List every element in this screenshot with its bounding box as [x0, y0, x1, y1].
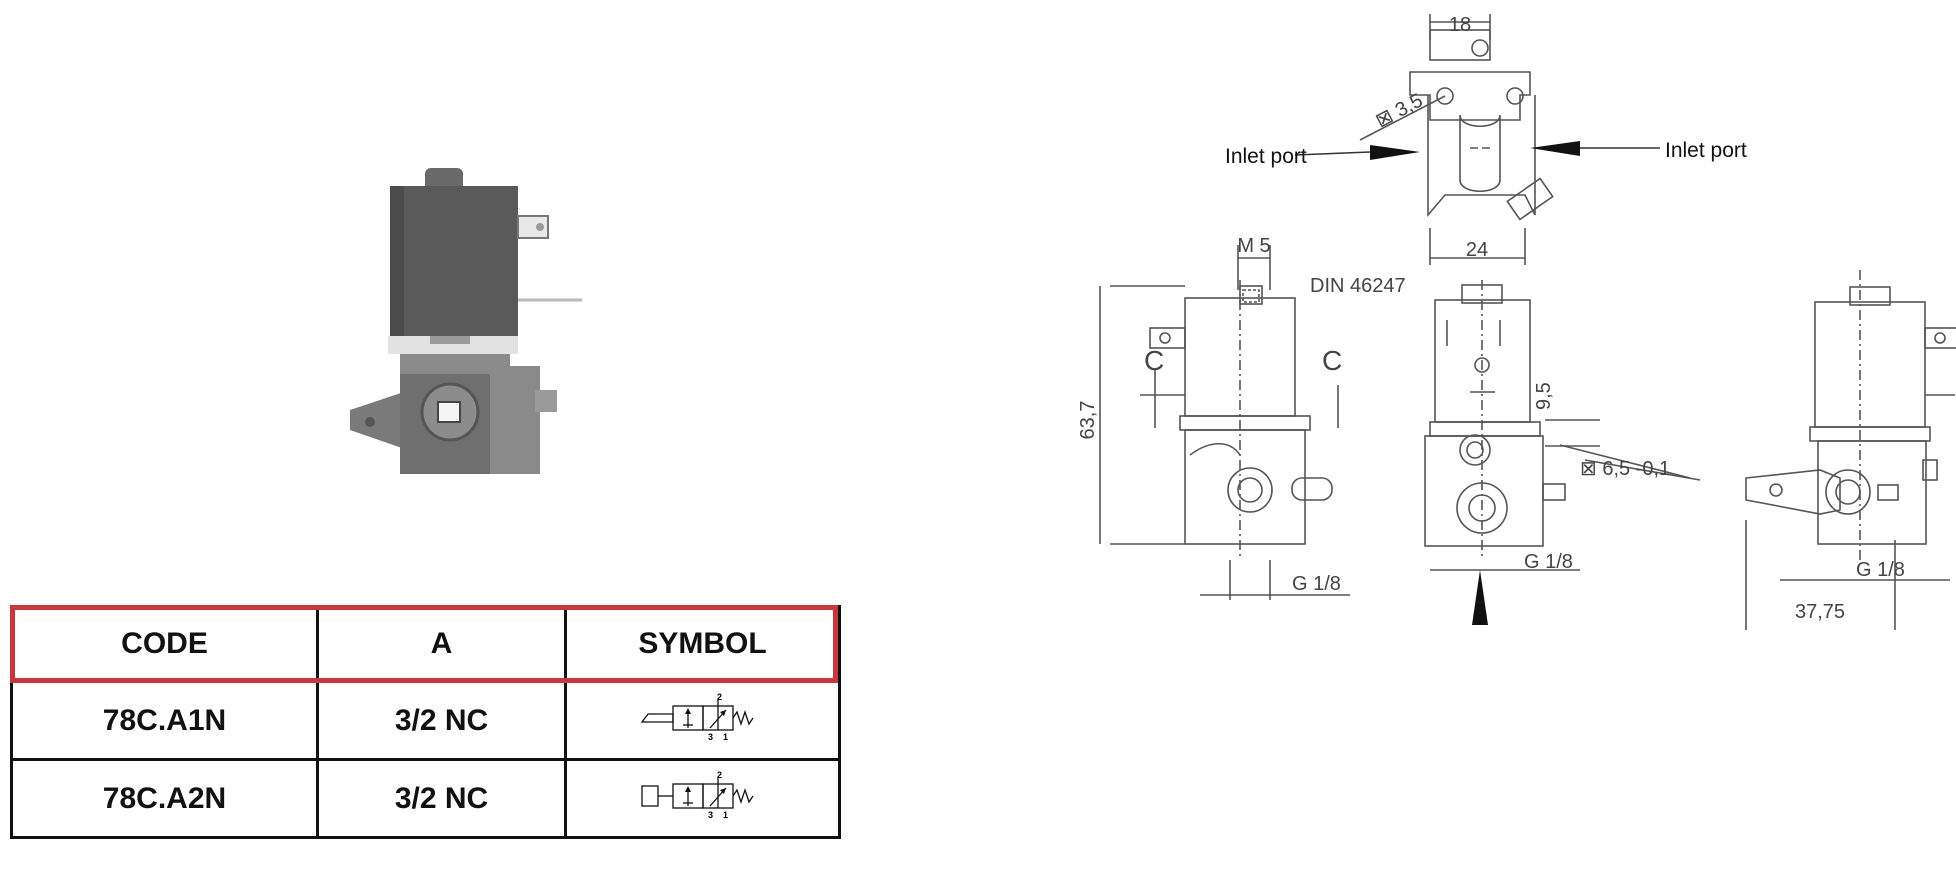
dim-height: 63,7 [1080, 401, 1099, 440]
valve-symbol-icon: 2 3 1 [640, 770, 754, 820]
connector-label: DIN 46247 [1310, 275, 1406, 297]
section-c-right: C [1322, 345, 1342, 376]
inlet-port-left-label: Inlet port [1225, 145, 1307, 168]
header-symbol: SYMBOL [564, 605, 841, 683]
dim-body-width: 24 [1466, 239, 1488, 261]
table-header-row: CODE A SYMBOL [10, 605, 841, 683]
cell-a: 3/2 NC [316, 758, 567, 839]
port-1-label: 1 [723, 732, 728, 742]
cell-symbol: 2 3 1 [564, 680, 841, 761]
table-row: 78C.A1N 3/2 NC [10, 680, 841, 761]
port-3-label: 3 [708, 810, 713, 820]
port-1-label: 1 [723, 810, 728, 820]
dim-offset: 9,5 [1533, 382, 1555, 410]
dim-port-thread-1: G 1/8 [1292, 573, 1341, 595]
dim-square: ⊠ 6,5 -0,1 [1580, 458, 1670, 480]
dim-thread: M 5 [1237, 235, 1270, 257]
inlet-port-right-label: Inlet port [1665, 139, 1747, 162]
dim-spacing: 37,75 [1795, 601, 1845, 623]
cell-symbol: 2 3 1 [564, 758, 841, 839]
dim-port-thread-2: G 1/8 [1524, 551, 1573, 573]
section-c-left: C [1144, 345, 1164, 376]
spec-table: CODE A SYMBOL 78C.A1N 3/2 NC [10, 605, 841, 839]
header-a: A [316, 605, 567, 683]
header-code: CODE [10, 605, 319, 683]
port-3-label: 3 [708, 732, 713, 742]
dim-top-width: 18 [1449, 14, 1471, 36]
dim-orifice: ⊠ 3,5 [1372, 89, 1427, 132]
dim-port-thread-3: G 1/8 [1856, 559, 1905, 581]
technical-drawing: 18 ⊠ 3,5 24 M 5 DIN 46247 63,7 C C 9,5 ⊠… [1080, 14, 1956, 630]
cell-a: 3/2 NC [316, 680, 567, 761]
valve-symbol-icon: 2 3 1 [640, 692, 754, 742]
port-2-label: 2 [717, 770, 722, 780]
table-row: 78C.A2N 3/2 NC [10, 758, 841, 839]
valve-photo [350, 168, 582, 474]
cell-code: 78C.A2N [10, 758, 319, 839]
port-2-label: 2 [717, 692, 722, 702]
cell-code: 78C.A1N [10, 680, 319, 761]
